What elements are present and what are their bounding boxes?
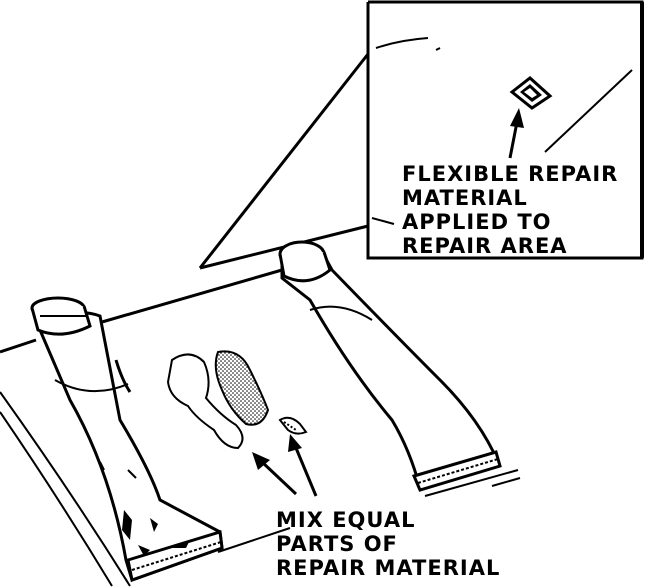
mix-arrows: [252, 434, 318, 497]
mix-label: MIX EQUAL PARTS OF REPAIR MATERIAL: [276, 508, 500, 580]
detail-callout: [198, 0, 644, 270]
callout-line: APPLIED TO: [402, 210, 552, 234]
left-tube: [30, 296, 224, 582]
patch-arrow: [508, 108, 524, 159]
repair-patch-detail: [509, 76, 553, 110]
work-surface: [0, 268, 521, 587]
callout-line: FLEXIBLE REPAIR: [402, 162, 619, 186]
callout-label: FLEXIBLE REPAIR MATERIAL APPLIED TO REPA…: [402, 162, 618, 258]
callout-pointer-line: [198, 53, 370, 269]
callout-line: MATERIAL: [402, 186, 528, 210]
mix-line: MIX EQUAL: [276, 508, 416, 532]
material-b: [214, 350, 270, 426]
right-tube: [278, 240, 502, 492]
repair-material-puddles: [166, 350, 308, 450]
material-a: [166, 353, 244, 450]
mix-line: REPAIR MATERIAL: [276, 556, 501, 580]
callout-line: REPAIR AREA: [402, 234, 568, 258]
mix-line: PARTS OF: [276, 532, 398, 556]
